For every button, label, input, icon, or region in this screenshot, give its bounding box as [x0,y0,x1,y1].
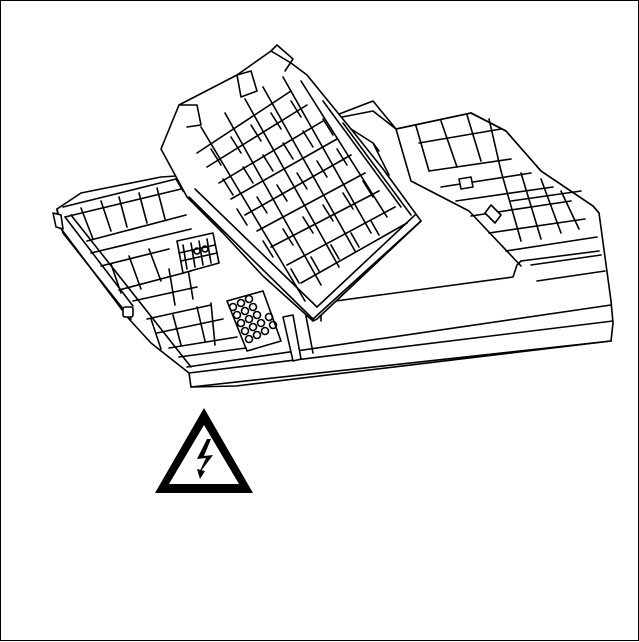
hinged-lid [160,44,422,322]
cable-gland-cluster [226,290,282,352]
terminal-block [176,232,220,274]
electrical-hazard-icon [155,408,253,493]
